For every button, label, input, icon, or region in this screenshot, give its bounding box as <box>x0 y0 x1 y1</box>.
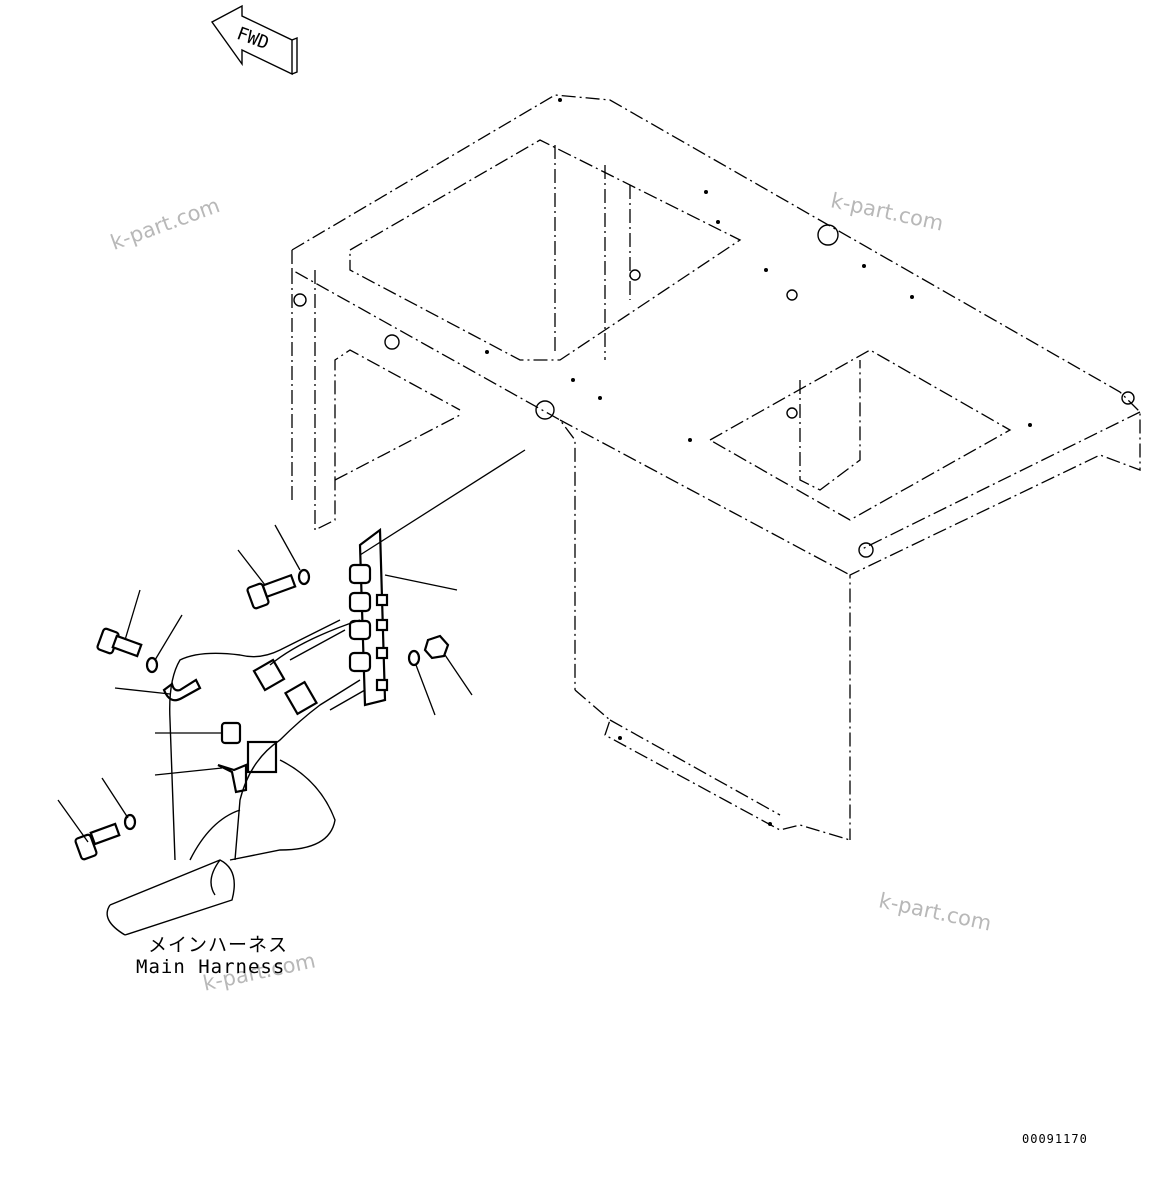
washer-right <box>407 649 421 667</box>
clamp-lower <box>217 763 248 794</box>
fwd-arrow-icon: FWD <box>210 4 298 76</box>
terminal-bracket <box>348 527 389 707</box>
clip-block <box>220 721 242 745</box>
harness-label-en: Main Harness <box>136 956 286 978</box>
connector-upper <box>252 658 286 692</box>
leader-lines <box>57 449 526 843</box>
washer-upper <box>297 568 311 586</box>
harness-label-jp: メインハーネス <box>148 934 289 956</box>
wire-harness <box>106 619 366 936</box>
washer-left <box>145 656 159 674</box>
frame-body <box>291 94 1141 841</box>
bolt-upper <box>246 573 297 610</box>
drawing-code: 00091170 <box>1022 1132 1088 1146</box>
connector-mid <box>283 680 319 716</box>
nut-right <box>423 634 450 660</box>
washer-lower <box>123 813 137 831</box>
bolt-left-upper <box>96 627 143 658</box>
bolt-lower <box>74 822 121 861</box>
